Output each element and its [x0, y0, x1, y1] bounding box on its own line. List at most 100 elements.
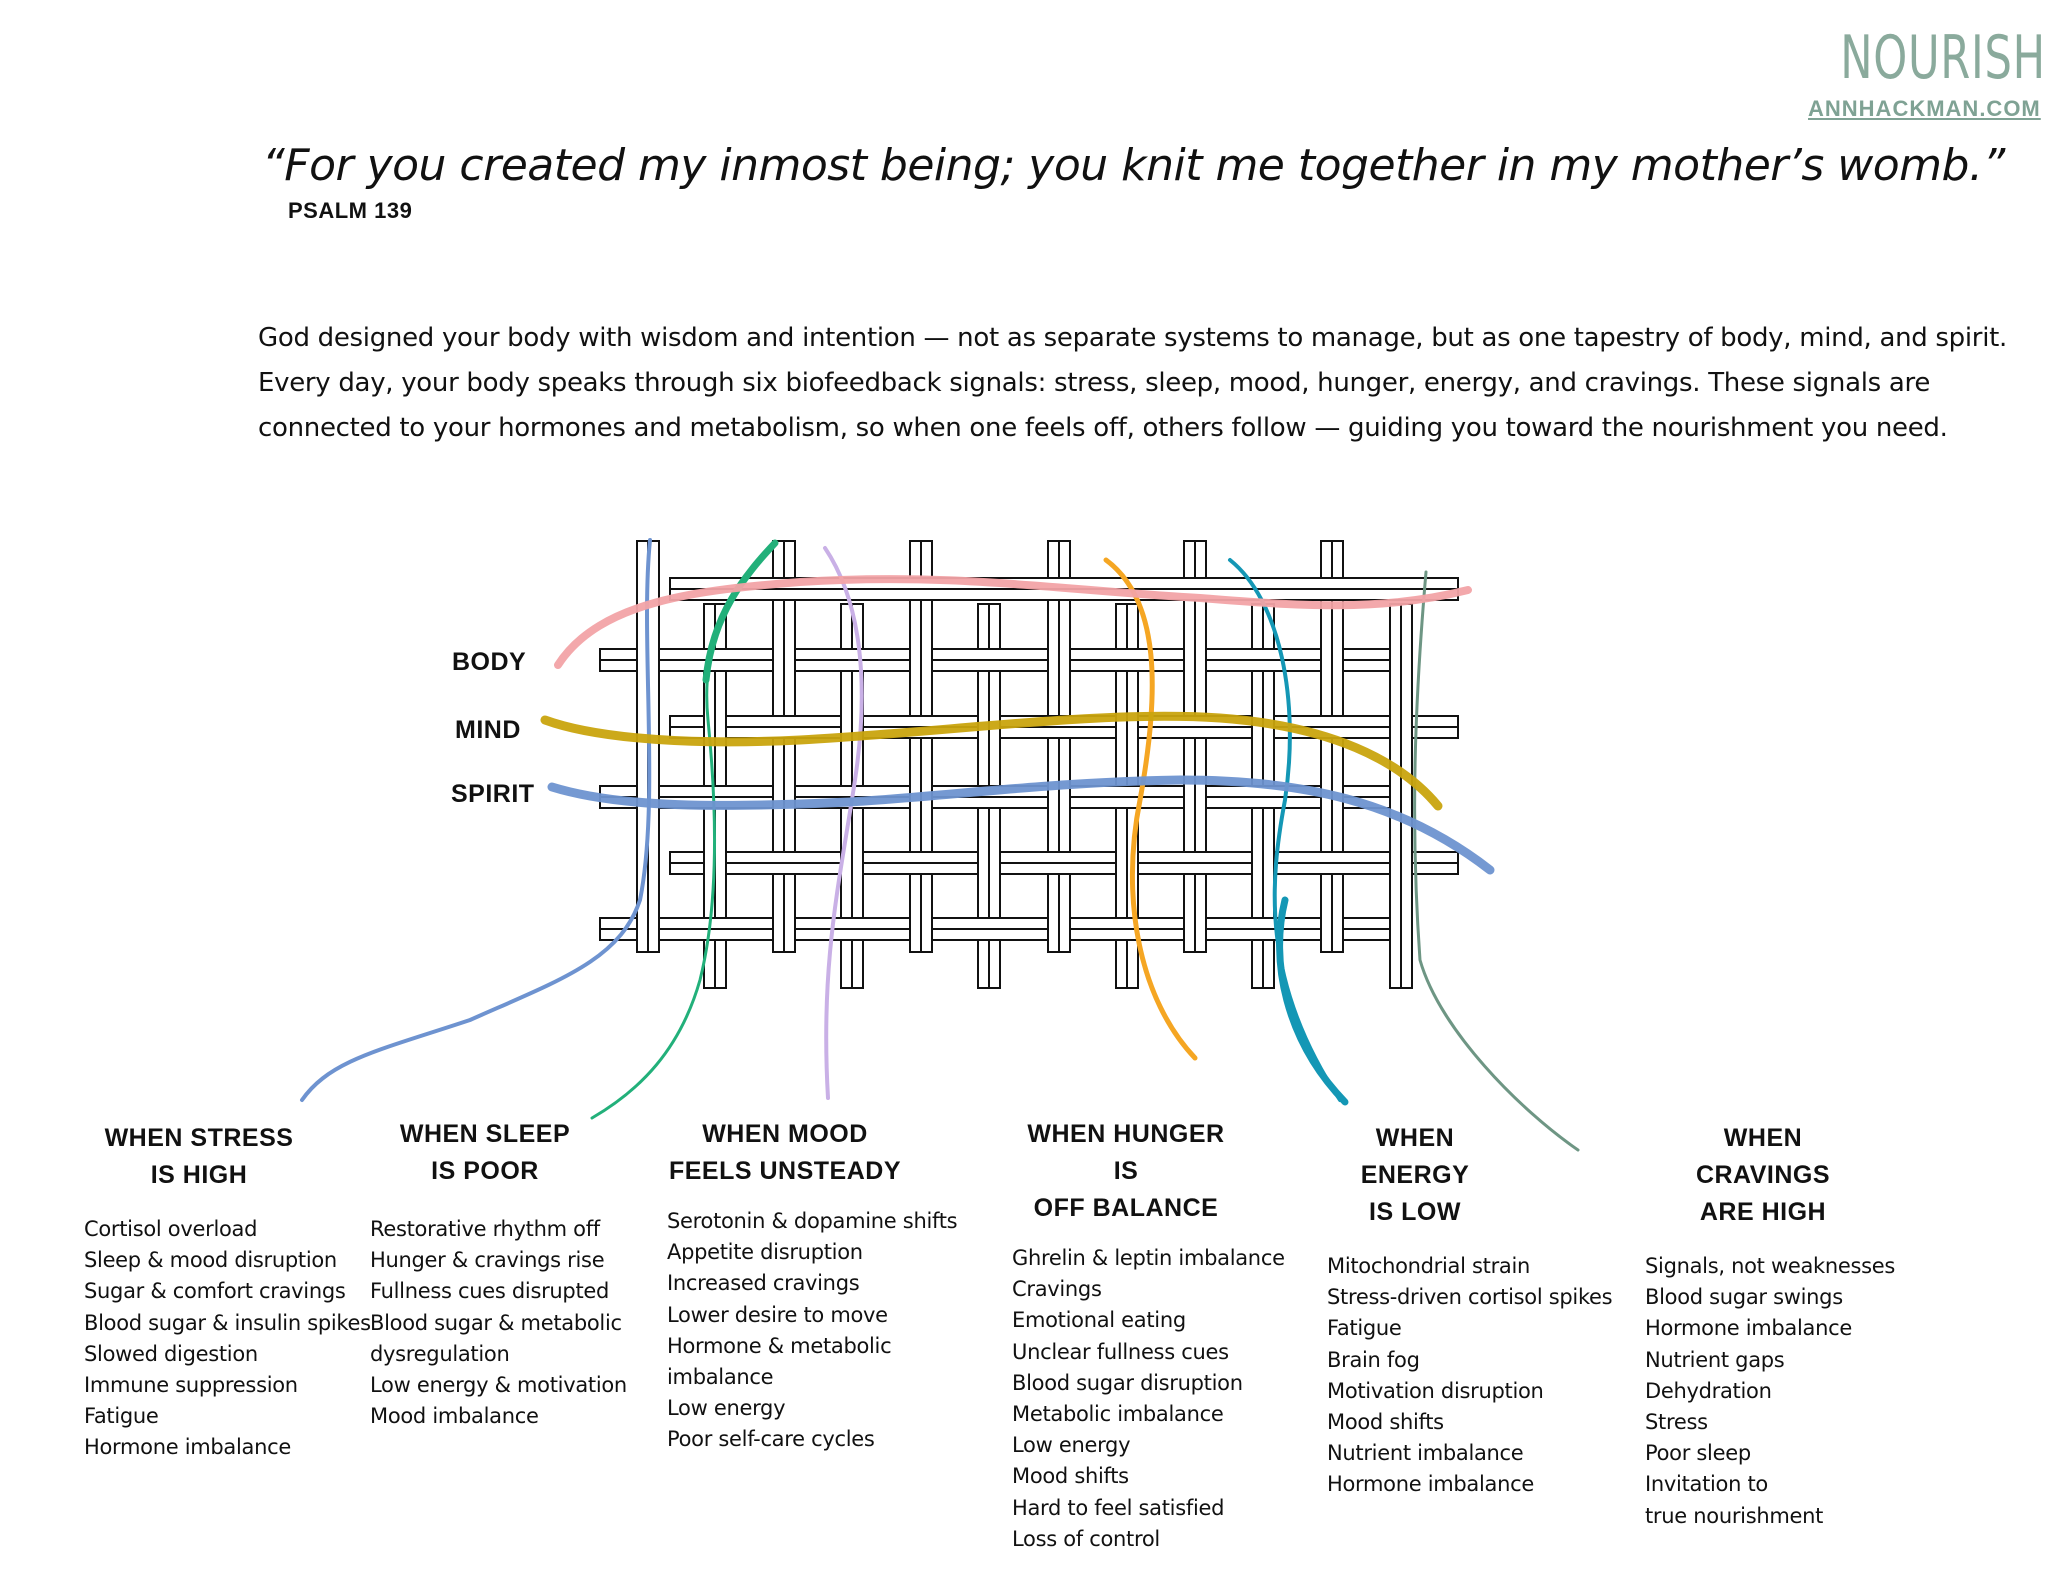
list-item: Signals, not weaknesses [1645, 1254, 1896, 1278]
column-title: WHEN STRESS IS HIGH [84, 1120, 314, 1194]
mind-strand [540, 711, 1443, 811]
list-item: Restorative rhythm off [370, 1217, 600, 1241]
list-item: Blood sugar & metabolic [370, 1310, 622, 1335]
list-item: Sleep & mood disruption [84, 1248, 337, 1273]
warp-bar [1389, 603, 1402, 989]
warp-bar [772, 540, 785, 953]
weft-over-mask [1046, 863, 1072, 874]
weft-over-mask [702, 786, 728, 797]
body-mind-spirit-strands [540, 575, 1495, 875]
weft-over-mask [1250, 797, 1276, 808]
weft-over-mask [1046, 727, 1072, 738]
weft-over-mask [908, 716, 934, 727]
weft-over-mask [771, 727, 797, 738]
list-item: Dehydration [1645, 1378, 1772, 1403]
weft-over-mask [1182, 852, 1208, 863]
list-item: Mood shifts [1012, 1464, 1129, 1489]
weft-over-mask [1046, 852, 1072, 863]
weft-over-mask [839, 929, 865, 940]
list-item: Nutrient imbalance [1327, 1441, 1524, 1466]
weft-over-mask [908, 863, 934, 874]
warp-bar [783, 540, 796, 953]
list-item: Lower desire to move [667, 1302, 888, 1327]
list-item: Slowed digestion [84, 1341, 258, 1366]
spirit-strand [547, 775, 1495, 875]
strand-label-mind: MIND [455, 716, 521, 744]
column-title-line: OFF BALANCE [1033, 1194, 1219, 1222]
warp-bar [1194, 540, 1207, 953]
list-item: Mood shifts [1327, 1410, 1444, 1435]
column-title: WHEN MOOD FEELS UNSTEADY [667, 1116, 903, 1190]
warp-bar [920, 540, 933, 953]
column-title: WHEN CRAVINGS ARE HIGH [1657, 1120, 1869, 1231]
weft-over-mask [1114, 797, 1140, 808]
weft-over-mask [1114, 786, 1140, 797]
weft-over-mask [702, 929, 728, 940]
signal-column-mood: WHEN MOOD FEELS UNSTEADY Serotonin & dop… [667, 1116, 967, 1456]
column-title-line: WHEN ENERGY [1360, 1124, 1470, 1189]
weft-over-mask [771, 589, 797, 600]
list-item: Fatigue [84, 1404, 159, 1429]
list-item: Blood sugar & insulin spikes [84, 1310, 371, 1335]
list-item: Motivation disruption [1327, 1378, 1544, 1403]
weft-over-mask [1114, 660, 1140, 671]
scripture-reference: PSALM 139 [288, 198, 413, 223]
weft-over-mask [1182, 716, 1208, 727]
column-title: WHEN SLEEP IS POOR [370, 1116, 600, 1190]
list-item: Blood sugar swings [1645, 1285, 1843, 1310]
weft-over-mask [1046, 589, 1072, 600]
list-item: Blood sugar disruption [1012, 1370, 1243, 1395]
list-item: Hunger & cravings rise [370, 1248, 605, 1273]
warp-bar [1183, 540, 1196, 953]
list-item: Ghrelin & leptin imbalance [1012, 1246, 1285, 1270]
list-item: Stress-driven cortisol spikes [1327, 1285, 1613, 1310]
list-item: Serotonin & dopamine shifts [667, 1209, 958, 1233]
intro-line: Every day, your body speaks through six … [258, 368, 1931, 398]
list-item: Hormone imbalance [1327, 1472, 1534, 1497]
brand-url-link[interactable]: ANNHACKMAN.COM [1808, 96, 2041, 121]
column-title-line: WHEN CRAVINGS [1695, 1124, 1831, 1189]
list-item: Stress [1645, 1410, 1708, 1435]
weft-over-mask [976, 649, 1002, 660]
weft-over-mask [1319, 578, 1345, 589]
column-title-line: WHEN HUNGER IS [1027, 1120, 1225, 1185]
weft-over-mask [976, 797, 1002, 808]
list-item: Hormone imbalance [1645, 1316, 1852, 1341]
weft-over-mask [1250, 918, 1276, 929]
column-title-line: FEELS UNSTEADY [668, 1157, 902, 1185]
column-items: Signals, not weaknesses Blood sugar swin… [1645, 1251, 1945, 1532]
list-item: imbalance [667, 1365, 774, 1390]
weft-over-mask [1250, 929, 1276, 940]
list-item: true nourishment [1645, 1503, 1824, 1528]
column-items: Mitochondrial strain Stress-driven corti… [1327, 1251, 1647, 1501]
list-item: Cortisol overload [84, 1217, 258, 1241]
list-item: Increased cravings [667, 1271, 860, 1296]
weft-over-mask [1114, 918, 1140, 929]
weft-over-mask [976, 660, 1002, 671]
cravings-thread [1413, 570, 1580, 1152]
list-item: Low energy [1012, 1433, 1131, 1458]
list-item: Mood imbalance [370, 1404, 539, 1429]
weft-over-mask [1182, 727, 1208, 738]
sleep-thread-thick [702, 539, 779, 684]
weft-over-mask [839, 660, 865, 671]
energy-thread-thick [1276, 896, 1349, 1106]
weft-over-mask [976, 929, 1002, 940]
column-title-line: IS LOW [1369, 1198, 1461, 1226]
signal-threads [300, 538, 1580, 1152]
column-items: Ghrelin & leptin imbalance Cravings Emot… [1012, 1243, 1312, 1555]
column-title: WHEN HUNGER IS OFF BALANCE [1012, 1116, 1240, 1227]
column-title-line: WHEN SLEEP [399, 1120, 571, 1148]
column-title-line: IS POOR [431, 1157, 539, 1185]
weft-over-mask [976, 918, 1002, 929]
column-items: Serotonin & dopamine shifts Appetite dis… [667, 1206, 967, 1456]
list-item: Poor sleep [1645, 1441, 1751, 1466]
list-item: Unclear fullness cues [1012, 1339, 1229, 1364]
intro-line: God designed your body with wisdom and i… [258, 323, 2007, 353]
strand-label-body: BODY [452, 648, 527, 676]
weft-over-mask [702, 660, 728, 671]
signal-column-hunger: WHEN HUNGER IS OFF BALANCE Ghrelin & lep… [1012, 1116, 1312, 1555]
list-item: Hard to feel satisfied [1012, 1495, 1225, 1520]
warp-bar [1400, 603, 1413, 989]
list-item: Mitochondrial strain [1327, 1254, 1531, 1278]
